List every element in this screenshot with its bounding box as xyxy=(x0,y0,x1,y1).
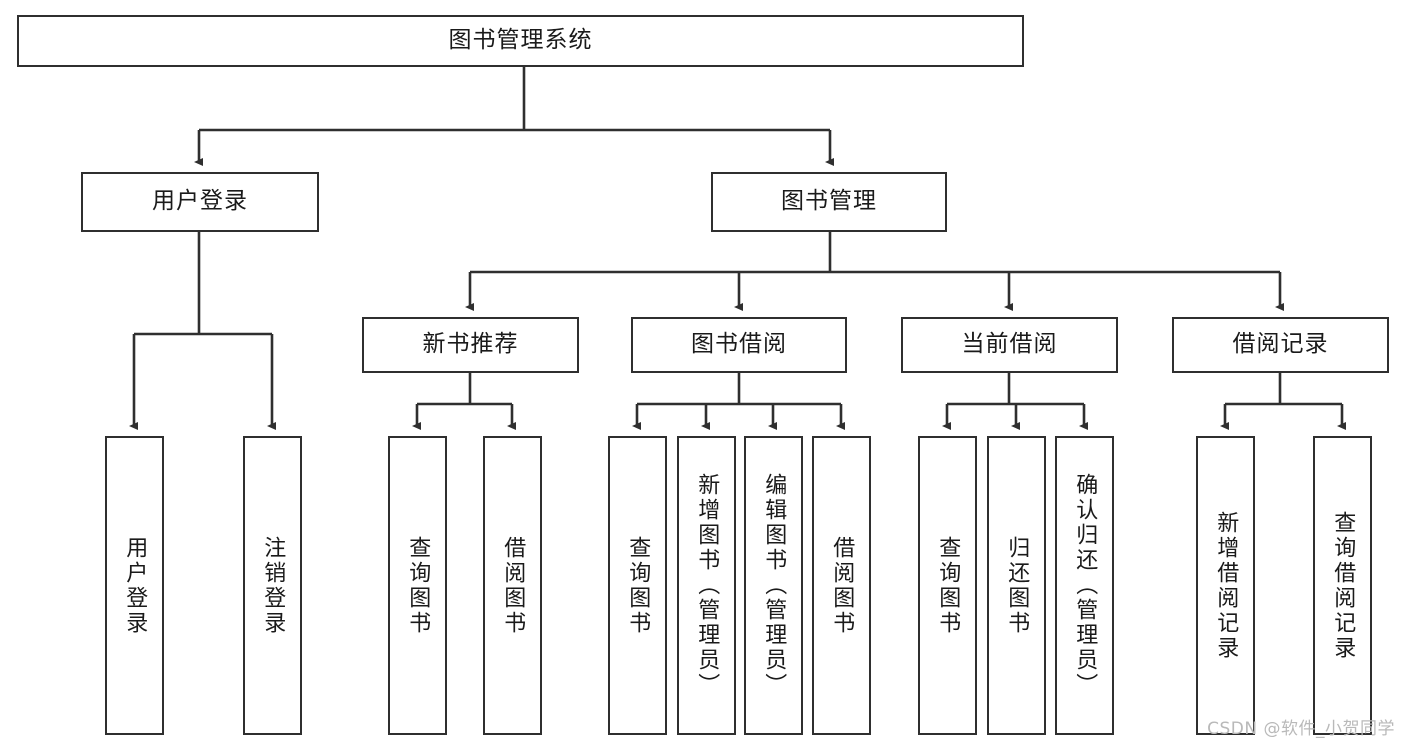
leaf-confirm-return[interactable]: 确认归还（管理员） xyxy=(1055,436,1114,735)
leaf-query-book-1[interactable]: 查询图书 xyxy=(388,436,447,735)
leaf-add-book-label: 新增图书（管理员） xyxy=(694,473,720,698)
watermark: CSDN @软件_小贺同学 xyxy=(1207,719,1395,739)
leaf-query-record[interactable]: 查询借阅记录 xyxy=(1313,436,1372,735)
node-root[interactable]: 图书管理系统 xyxy=(17,15,1024,67)
leaf-borrow-book-1[interactable]: 借阅图书 xyxy=(483,436,542,735)
leaf-query-book-3[interactable]: 查询图书 xyxy=(918,436,977,735)
node-new-book-recommend-label: 新书推荐 xyxy=(422,331,519,358)
node-new-book-recommend[interactable]: 新书推荐 xyxy=(362,317,579,373)
leaf-add-record[interactable]: 新增借阅记录 xyxy=(1196,436,1255,735)
leaf-logout[interactable]: 注销登录 xyxy=(243,436,302,735)
node-book-borrow[interactable]: 图书借阅 xyxy=(631,317,847,373)
leaf-borrow-book-1-label: 借阅图书 xyxy=(500,535,526,636)
node-book-management[interactable]: 图书管理 xyxy=(711,172,947,232)
leaf-return-book-label: 归还图书 xyxy=(1004,535,1030,636)
leaf-user-login-label: 用户登录 xyxy=(122,535,148,636)
node-root-label: 图书管理系统 xyxy=(448,27,593,54)
leaf-query-book-2-label: 查询图书 xyxy=(625,535,651,636)
node-book-management-label: 图书管理 xyxy=(781,188,877,215)
leaf-query-book-1-label: 查询图书 xyxy=(405,535,431,636)
leaf-edit-book-label: 编辑图书（管理员） xyxy=(761,473,787,698)
leaf-borrow-book-2-label: 借阅图书 xyxy=(829,535,855,636)
leaf-query-book-3-label: 查询图书 xyxy=(935,535,961,636)
node-book-borrow-label: 图书借阅 xyxy=(691,331,787,358)
node-current-borrow-label: 当前借阅 xyxy=(961,331,1058,358)
node-user-login-label: 用户登录 xyxy=(152,188,248,215)
leaf-user-login[interactable]: 用户登录 xyxy=(105,436,164,735)
node-user-login[interactable]: 用户登录 xyxy=(81,172,319,232)
node-borrow-record[interactable]: 借阅记录 xyxy=(1172,317,1389,373)
leaf-add-book[interactable]: 新增图书（管理员） xyxy=(677,436,736,735)
leaf-edit-book[interactable]: 编辑图书（管理员） xyxy=(744,436,803,735)
leaf-borrow-book-2[interactable]: 借阅图书 xyxy=(812,436,871,735)
leaf-logout-label: 注销登录 xyxy=(260,535,286,636)
node-borrow-record-label: 借阅记录 xyxy=(1232,331,1329,358)
leaf-query-record-label: 查询借阅记录 xyxy=(1330,510,1356,661)
leaf-return-book[interactable]: 归还图书 xyxy=(987,436,1046,735)
leaf-confirm-return-label: 确认归还（管理员） xyxy=(1072,473,1098,698)
node-current-borrow[interactable]: 当前借阅 xyxy=(901,317,1118,373)
leaf-add-record-label: 新增借阅记录 xyxy=(1213,510,1239,661)
leaf-query-book-2[interactable]: 查询图书 xyxy=(608,436,667,735)
